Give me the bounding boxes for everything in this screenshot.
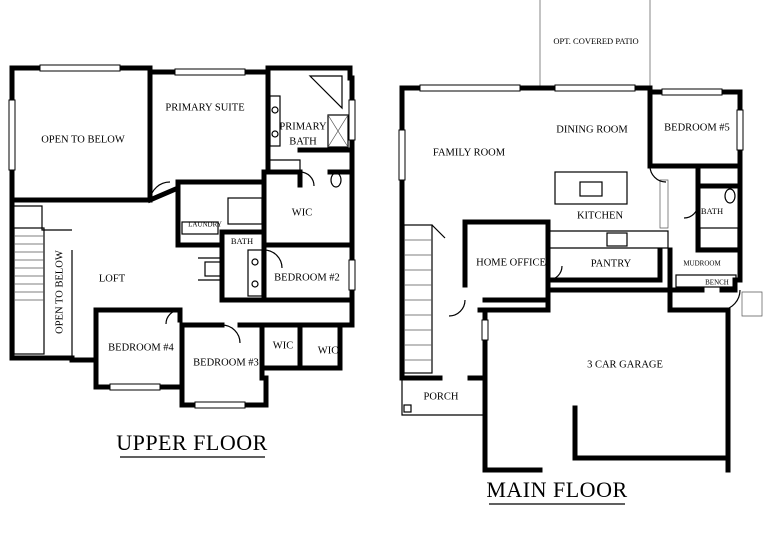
window-upper-1	[39, 64, 121, 72]
door-swing-4	[165, 309, 181, 325]
room-family: FAMILY ROOM	[433, 147, 506, 158]
room-wic-2: WIC	[273, 340, 293, 351]
primary-suite-wall	[146, 69, 271, 204]
window-upper-2	[174, 68, 246, 76]
sink-1	[271, 106, 279, 114]
railing	[12, 205, 72, 231]
linen-box	[204, 261, 222, 277]
door-swing-2	[263, 249, 283, 269]
room-bedroom-3: BEDROOM #3	[193, 357, 259, 368]
window-main-4	[398, 129, 406, 181]
kitchen-island	[554, 171, 628, 205]
window-main-1	[419, 84, 521, 92]
cooktop	[606, 232, 628, 247]
hall-sink-1	[251, 258, 259, 266]
bedroom5-wall	[647, 89, 743, 169]
window-upper-5	[109, 383, 161, 391]
room-primary-bath-line2: BATH	[289, 136, 317, 147]
room-wic: WIC	[292, 207, 312, 218]
room-mudroom: MUDROOM	[683, 260, 721, 268]
bench-shape	[675, 274, 737, 288]
main-floor-title: MAIN FLOOR	[486, 477, 627, 502]
main-bath-wall	[695, 163, 743, 253]
room-porch: PORCH	[423, 391, 458, 402]
room-primary-suite: PRIMARY SUITE	[165, 102, 244, 113]
patio-outline	[539, 0, 651, 88]
room-pantry: PANTRY	[591, 258, 632, 269]
porch-post	[403, 404, 412, 413]
main-west-wall	[399, 85, 488, 381]
room-patio: OPT. COVERED PATIO	[553, 36, 638, 46]
sink-2	[271, 130, 279, 138]
door-swing-5	[299, 171, 315, 187]
room-laundry: LAUNDRY	[188, 221, 222, 229]
main-stair-treads	[404, 239, 432, 361]
window-upper-6	[194, 401, 246, 409]
room-loft: LOFT	[99, 273, 126, 284]
upper-floor-plan: OPEN TO BELOW PRIMARY SUITE PRIMARY BATH…	[8, 64, 356, 458]
pantry-wall	[545, 245, 663, 283]
room-kitchen: KITCHEN	[577, 210, 623, 221]
window-main-5	[736, 109, 744, 151]
door-swing-1	[149, 181, 171, 201]
window-upper-3	[348, 99, 356, 141]
room-bedroom-2: BEDROOM #2	[274, 272, 340, 283]
island-sink	[579, 181, 603, 197]
shower-stall	[327, 114, 349, 148]
door-swing-main-2	[448, 299, 466, 317]
main-floor-plan: OPT. COVERED PATIO FAMILY ROOM DINING RO…	[398, 0, 763, 505]
door-swing-3	[221, 324, 241, 344]
room-dining: DINING ROOM	[556, 124, 628, 135]
window-upper-4	[348, 259, 356, 291]
door-swing-main-1	[721, 289, 741, 311]
toilet-primary	[330, 172, 342, 188]
main-bath-tub	[699, 227, 739, 249]
window-upper-7	[8, 99, 16, 171]
stair-rail	[431, 224, 446, 239]
room-primary-bath-line1: PRIMARY	[279, 121, 327, 132]
shower-cross	[327, 114, 349, 148]
stair-treads	[14, 235, 44, 301]
window-main-3	[661, 88, 723, 96]
room-home-office: HOME OFFICE	[476, 257, 546, 268]
garage-wall	[482, 287, 731, 473]
window-main-6	[481, 319, 489, 341]
hall-sink-2	[251, 280, 259, 288]
porch-outline	[401, 378, 485, 416]
room-garage: 3 CAR GARAGE	[587, 359, 663, 370]
vanity	[269, 95, 281, 147]
fridge	[659, 179, 669, 229]
main-stair	[403, 224, 433, 374]
tub-shape	[308, 75, 343, 110]
door-swing-main-5	[683, 203, 699, 219]
bath-tub-upper	[227, 197, 263, 225]
upper-stair	[13, 227, 45, 355]
hall-bath-wall	[219, 242, 267, 303]
wic-closets-wall	[263, 322, 343, 371]
hall-vanity	[247, 249, 263, 297]
exterior-stoop	[741, 291, 763, 317]
bedroom3-wall	[179, 322, 265, 371]
room-bedroom-5: BEDROOM #5	[664, 122, 730, 133]
room-bench: BENCH	[705, 279, 729, 287]
main-toilet	[724, 188, 736, 204]
room-bedroom-4: BEDROOM #4	[108, 342, 174, 353]
door-swing-main-4	[649, 165, 667, 183]
door-swing-main-3	[547, 265, 563, 281]
window-main-2	[554, 84, 636, 92]
hall-lines	[198, 257, 222, 281]
laundry-counter	[181, 221, 219, 235]
room-open-below-2: OPEN TO BELOW	[54, 250, 65, 334]
room-bath-main: BATH	[701, 206, 723, 216]
upper-floor-title: UPPER FLOOR	[116, 430, 268, 455]
room-bath-upper: BATH	[231, 236, 253, 246]
room-wic-3: WIC	[318, 345, 338, 356]
room-open-below-1: OPEN TO BELOW	[41, 134, 125, 145]
